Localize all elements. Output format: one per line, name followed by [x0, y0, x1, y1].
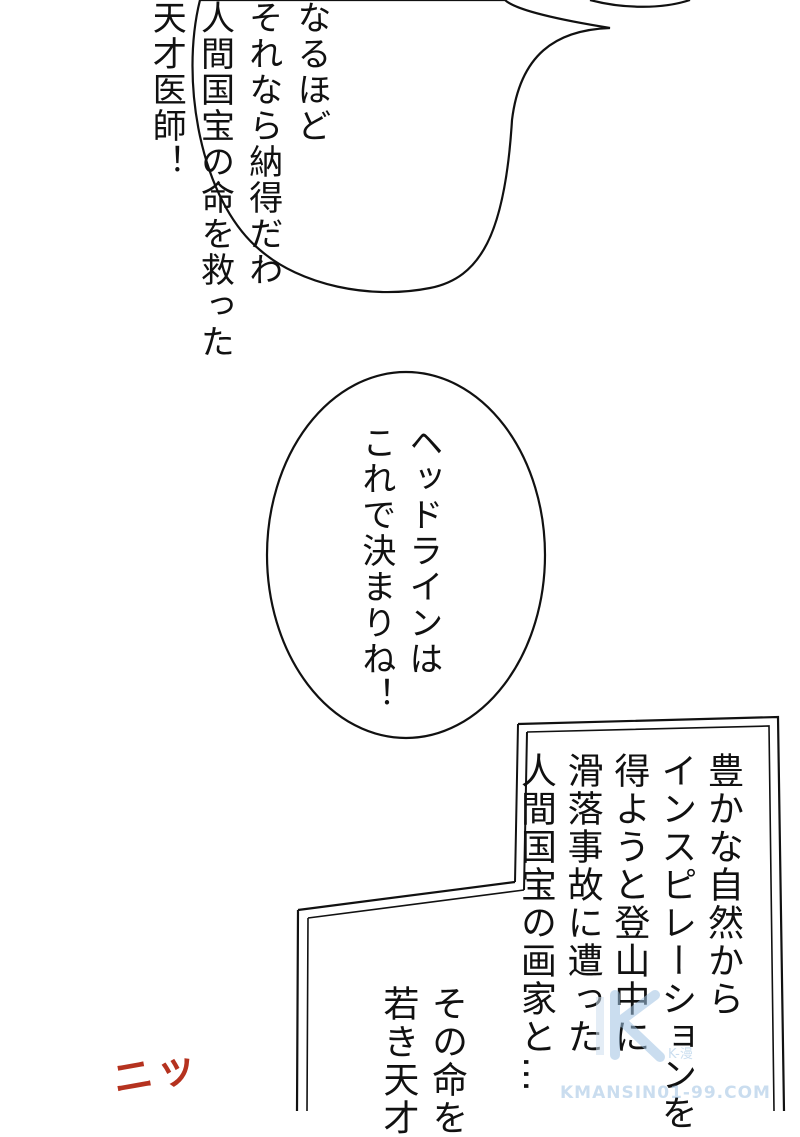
watermark-label: K-漫 — [668, 1047, 693, 1062]
watermark-site: KMANSIN01-99.COM — [560, 1083, 771, 1103]
caption-left-text: その命を 若き天才 — [377, 985, 467, 1137]
watermark-logo-icon — [596, 990, 665, 1062]
caption-box-right-outer — [517, 715, 786, 1111]
caption-box-left-outer — [295, 880, 516, 1111]
caption-box-right-inner — [526, 725, 775, 1111]
speech-middle-text: ヘッドラインは これで決まりね！ — [355, 425, 443, 713]
caption-box-left-inner — [306, 889, 525, 1111]
watermark: K-漫 KMANSIN01-99.COM — [560, 985, 800, 1111]
panel-artwork — [191, 0, 786, 1111]
speech-bubble-top — [191, 0, 691, 294]
speech-bubble-middle — [265, 370, 547, 740]
speech-top-text: なるほど それなら納得だわ 人間国宝の命を救った 天才医師！ — [146, 0, 331, 360]
caption-box-right-edge — [514, 723, 528, 891]
